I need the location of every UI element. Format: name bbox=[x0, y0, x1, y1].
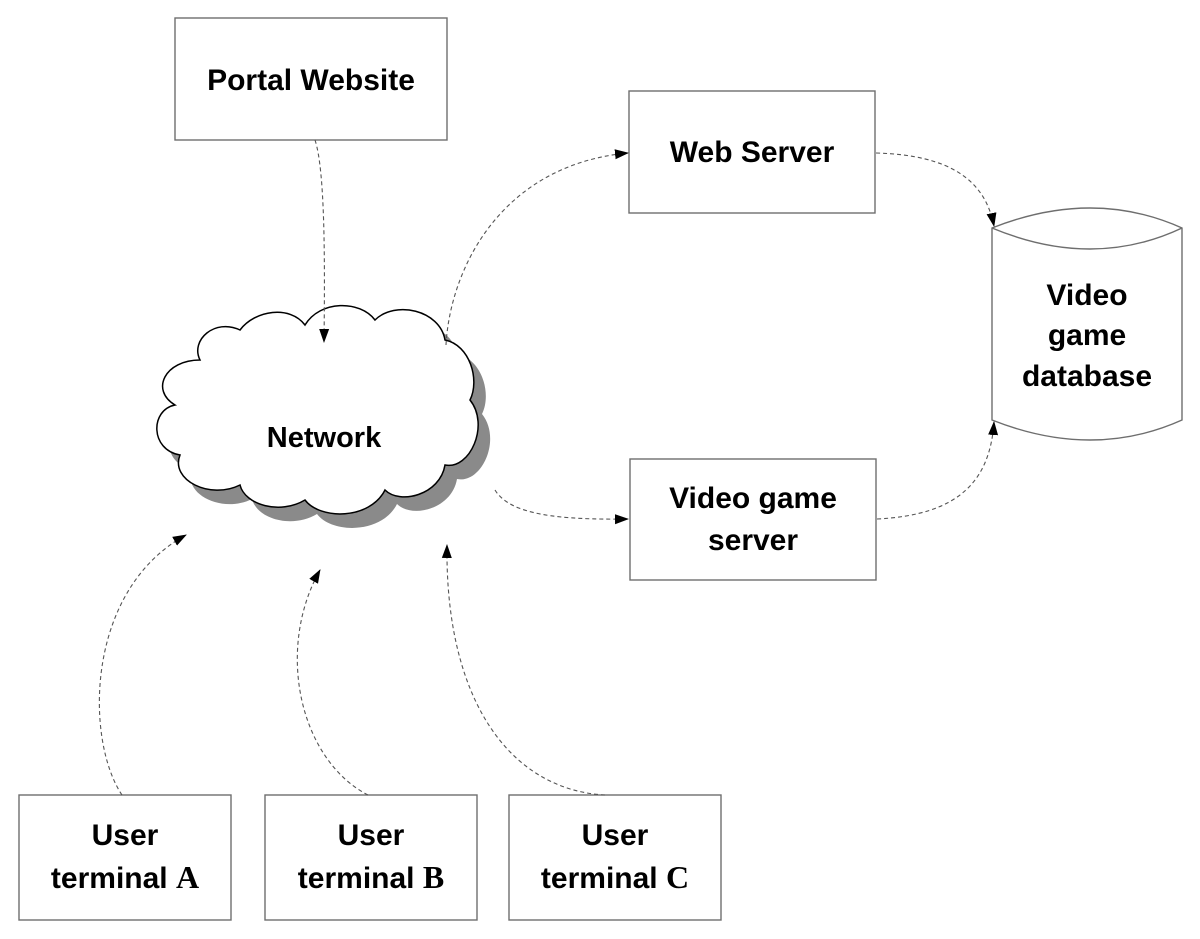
portal-website-label: Portal Website bbox=[207, 64, 415, 97]
edge-network-to-game-server bbox=[495, 490, 628, 519]
user-terminal-b-label-line2: terminal B bbox=[298, 859, 444, 895]
video-game-server-box bbox=[630, 459, 876, 580]
video-game-database-node: Video game database bbox=[992, 208, 1182, 440]
user-terminal-c-label-line1: User bbox=[582, 819, 649, 852]
video-game-server-label-line2: server bbox=[708, 524, 798, 557]
edge-terminal-a-to-network bbox=[99, 535, 186, 795]
portal-website-node: Portal Website bbox=[175, 18, 447, 140]
user-terminal-c-box bbox=[509, 795, 721, 920]
cloud-shape bbox=[157, 306, 478, 514]
user-terminal-a-label-line1: User bbox=[92, 819, 159, 852]
user-terminal-c-label-line2: terminal C bbox=[541, 859, 689, 895]
video-game-server-node: Video game server bbox=[630, 459, 876, 580]
user-terminal-a-node: User terminal A bbox=[19, 795, 231, 920]
user-terminal-b-label-line1: User bbox=[338, 819, 405, 852]
edge-terminal-b-to-network bbox=[297, 570, 368, 795]
user-terminal-a-box bbox=[19, 795, 231, 920]
network-label: Network bbox=[267, 422, 382, 454]
database-label-line3: database bbox=[1022, 360, 1152, 393]
user-terminal-b-box bbox=[265, 795, 477, 920]
web-server-label: Web Server bbox=[670, 136, 835, 169]
edge-terminal-c-to-network bbox=[447, 545, 605, 795]
database-label-line2: game bbox=[1048, 319, 1126, 352]
database-label-line1: Video bbox=[1046, 279, 1127, 312]
edge-game-server-to-database bbox=[877, 422, 994, 519]
user-terminal-a-label-line2: terminal A bbox=[51, 859, 199, 895]
edge-network-to-web-server bbox=[446, 153, 628, 345]
video-game-server-label-line1: Video game bbox=[669, 482, 837, 515]
user-terminal-c-node: User terminal C bbox=[509, 795, 721, 920]
web-server-node: Web Server bbox=[629, 91, 875, 213]
edge-web-server-to-database bbox=[876, 153, 994, 226]
user-terminal-b-node: User terminal B bbox=[265, 795, 477, 920]
